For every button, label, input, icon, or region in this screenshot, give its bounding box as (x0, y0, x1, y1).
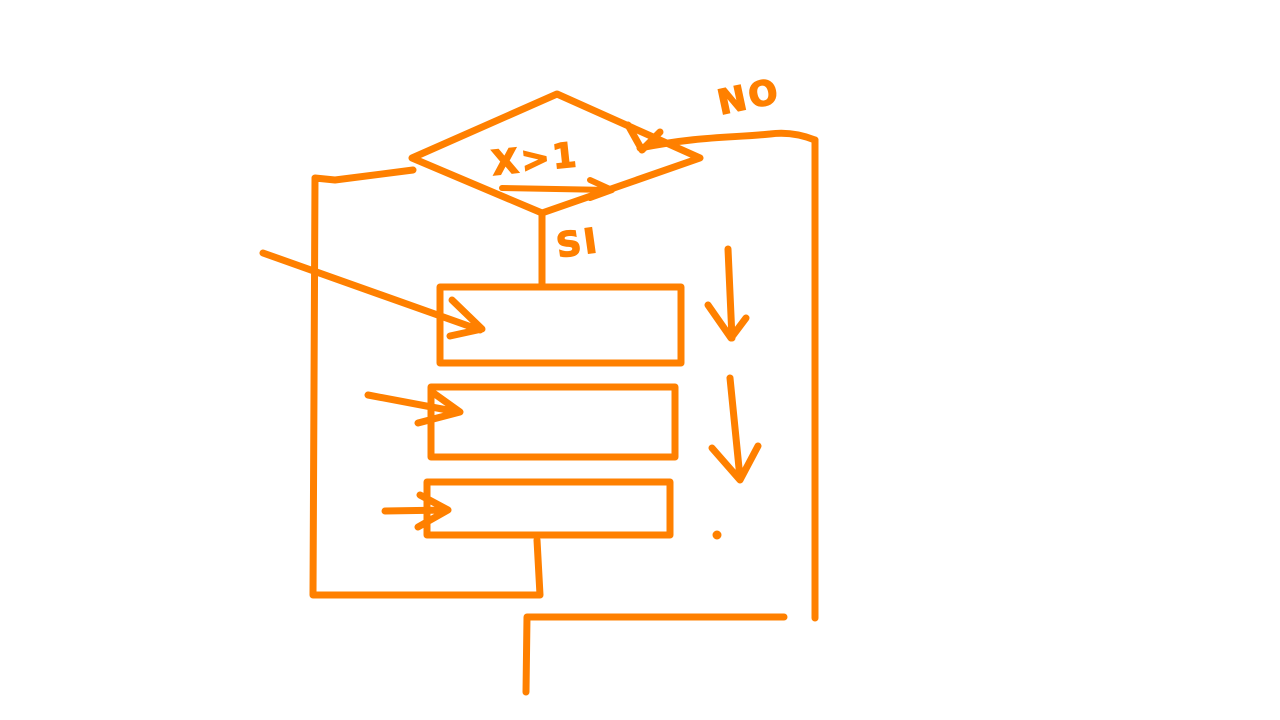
condition-underline-arrow (499, 177, 615, 201)
process-box-1 (436, 283, 685, 367)
process-box-3 (423, 478, 674, 539)
loop-back-line (309, 166, 544, 599)
no-branch-line (636, 129, 819, 152)
arrow-into-box-1 (259, 249, 486, 340)
no-label: NO (714, 71, 784, 123)
no-branch-arrowhead (624, 121, 664, 154)
yes-label: SI (554, 221, 602, 267)
arrow-into-box-2 (364, 388, 464, 427)
flow-arrow-down-1 (704, 245, 750, 342)
merge-line (522, 613, 788, 696)
condition-label: X>1 (490, 135, 581, 184)
flow-dot (712, 530, 722, 540)
process-box-2 (427, 383, 679, 461)
flow-arrow-down-2 (708, 374, 762, 484)
arrow-into-box-3 (381, 491, 452, 531)
